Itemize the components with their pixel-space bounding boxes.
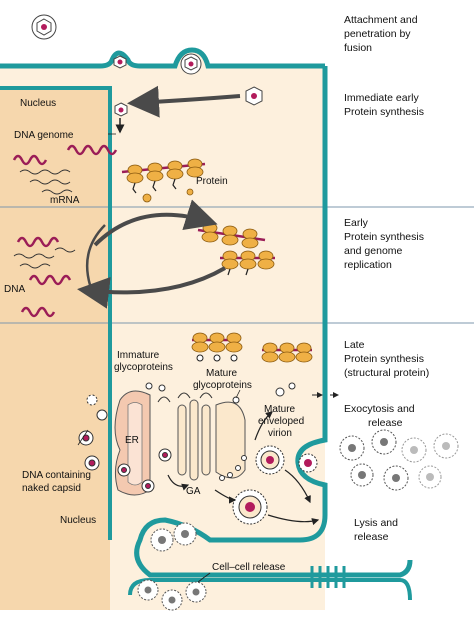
label-mature-virion-1: Mature: [264, 404, 296, 415]
label-protein: Protein: [196, 176, 228, 187]
stage-late: Late Protein synthesis (structural prote…: [344, 339, 429, 379]
released-virions: [339, 429, 459, 491]
plasma-membrane-top: [0, 47, 325, 69]
enveloped-virion-exocytosis: [298, 453, 318, 473]
label-er: ER: [125, 435, 139, 446]
stage-attachment-l2: penetration by: [344, 28, 411, 40]
cell-cell-virions: [137, 522, 207, 611]
capsid-cytoplasm: [245, 86, 263, 106]
label-nucleus-top: Nucleus: [20, 98, 56, 109]
label-dna-capsid-1: DNA containing: [22, 470, 91, 481]
gap-junctions: [310, 566, 346, 588]
virion-fusing-2: [180, 53, 202, 75]
stage-early-l3: and genome: [344, 245, 403, 257]
dna-replication-strands: [16, 236, 72, 318]
stage-lysis-l1: Lysis and: [354, 517, 398, 529]
arrow-to-cytoplasm: [93, 199, 218, 247]
neighbor-cell-membrane: [128, 578, 412, 601]
released-proteins-1: [142, 188, 194, 203]
stage-attachment-l1: Attachment and: [344, 14, 418, 26]
stage-attachment-l3: fusion: [344, 42, 372, 54]
label-dna-capsid-2: naked capsid: [22, 483, 81, 494]
stage-early: Early Protein synthesis and genome repli…: [344, 217, 424, 271]
polysome-late-1: [191, 332, 243, 362]
stage-exo-l2: release: [368, 417, 403, 429]
process-arrows: [167, 411, 320, 526]
label-cell-release: Cell–cell release: [212, 562, 286, 573]
label-mature-gp-2: glycoproteins: [193, 380, 252, 391]
stage-late-l1: Late: [344, 339, 365, 351]
plasma-membrane-bottom: [134, 514, 413, 578]
plasma-membrane-right: [295, 66, 328, 515]
er-lumen: [127, 402, 143, 486]
cell-release-pointer: [197, 572, 211, 583]
stage-ie-l1: Immediate early: [344, 92, 419, 104]
golgi-apparatus: [177, 399, 246, 481]
naked-capsids: [78, 394, 172, 493]
stage-lysis: Lysis and release: [354, 517, 398, 543]
label-mature-virion-2: enveloped: [258, 416, 304, 427]
label-nucleus-bottom: Nucleus: [60, 515, 96, 526]
stage-exocytosis: Exocytosis and release: [344, 403, 415, 429]
virion-mature-marker: [275, 382, 296, 397]
label-pointers: [77, 133, 241, 446]
polysome-early-2: [220, 250, 275, 276]
label-ga: GA: [186, 486, 201, 497]
label-dna: DNA: [4, 284, 25, 295]
nuclear-membrane: [0, 86, 112, 540]
label-dna-genome: DNA genome: [14, 130, 74, 141]
stage-immediate-early: Immediate early Protein synthesis: [344, 92, 424, 118]
label-immature-2: glycoproteins: [114, 362, 173, 373]
stage-exo-l1: Exocytosis and: [344, 403, 415, 415]
stage-attachment: Attachment and penetration by fusion: [344, 14, 418, 54]
polysome-late-2: [261, 342, 313, 363]
golgi-glycoproteins: [219, 455, 247, 481]
mrna-strands-early: [13, 247, 76, 269]
enveloped-virion-2: [232, 489, 268, 525]
arrow-capsid-to-nucleus: [127, 85, 241, 118]
transport-vesicles: [145, 382, 240, 404]
label-immature-1: Immature: [117, 350, 160, 361]
stage-late-l2: Protein synthesis: [344, 353, 424, 365]
stage-ie-l2: Protein synthesis: [344, 106, 424, 118]
label-mature-virion-3: virion: [268, 428, 292, 439]
virion-outside-1: [31, 14, 57, 40]
label-mrna: mRNA: [50, 195, 80, 206]
polysome-ie: [121, 158, 206, 194]
virion-fusing-1: [113, 55, 127, 69]
capsid-nuclear-pore: [114, 102, 128, 117]
stage-early-l2: Protein synthesis: [344, 231, 424, 243]
enveloped-virion-1: [255, 445, 285, 475]
nucleus: [0, 88, 110, 610]
label-mature-gp-1: Mature: [206, 368, 238, 379]
stage-late-l3: (structural protein): [344, 367, 429, 379]
arrow-to-nucleus: [77, 266, 227, 309]
stage-early-l4: replication: [344, 259, 392, 271]
stage-early-l1: Early: [344, 217, 369, 229]
mrna-strands-top: [19, 169, 73, 195]
arrow-mrna-out: [85, 224, 106, 286]
stage-lysis-l2: release: [354, 531, 389, 543]
dna-genome-top: [12, 144, 118, 166]
